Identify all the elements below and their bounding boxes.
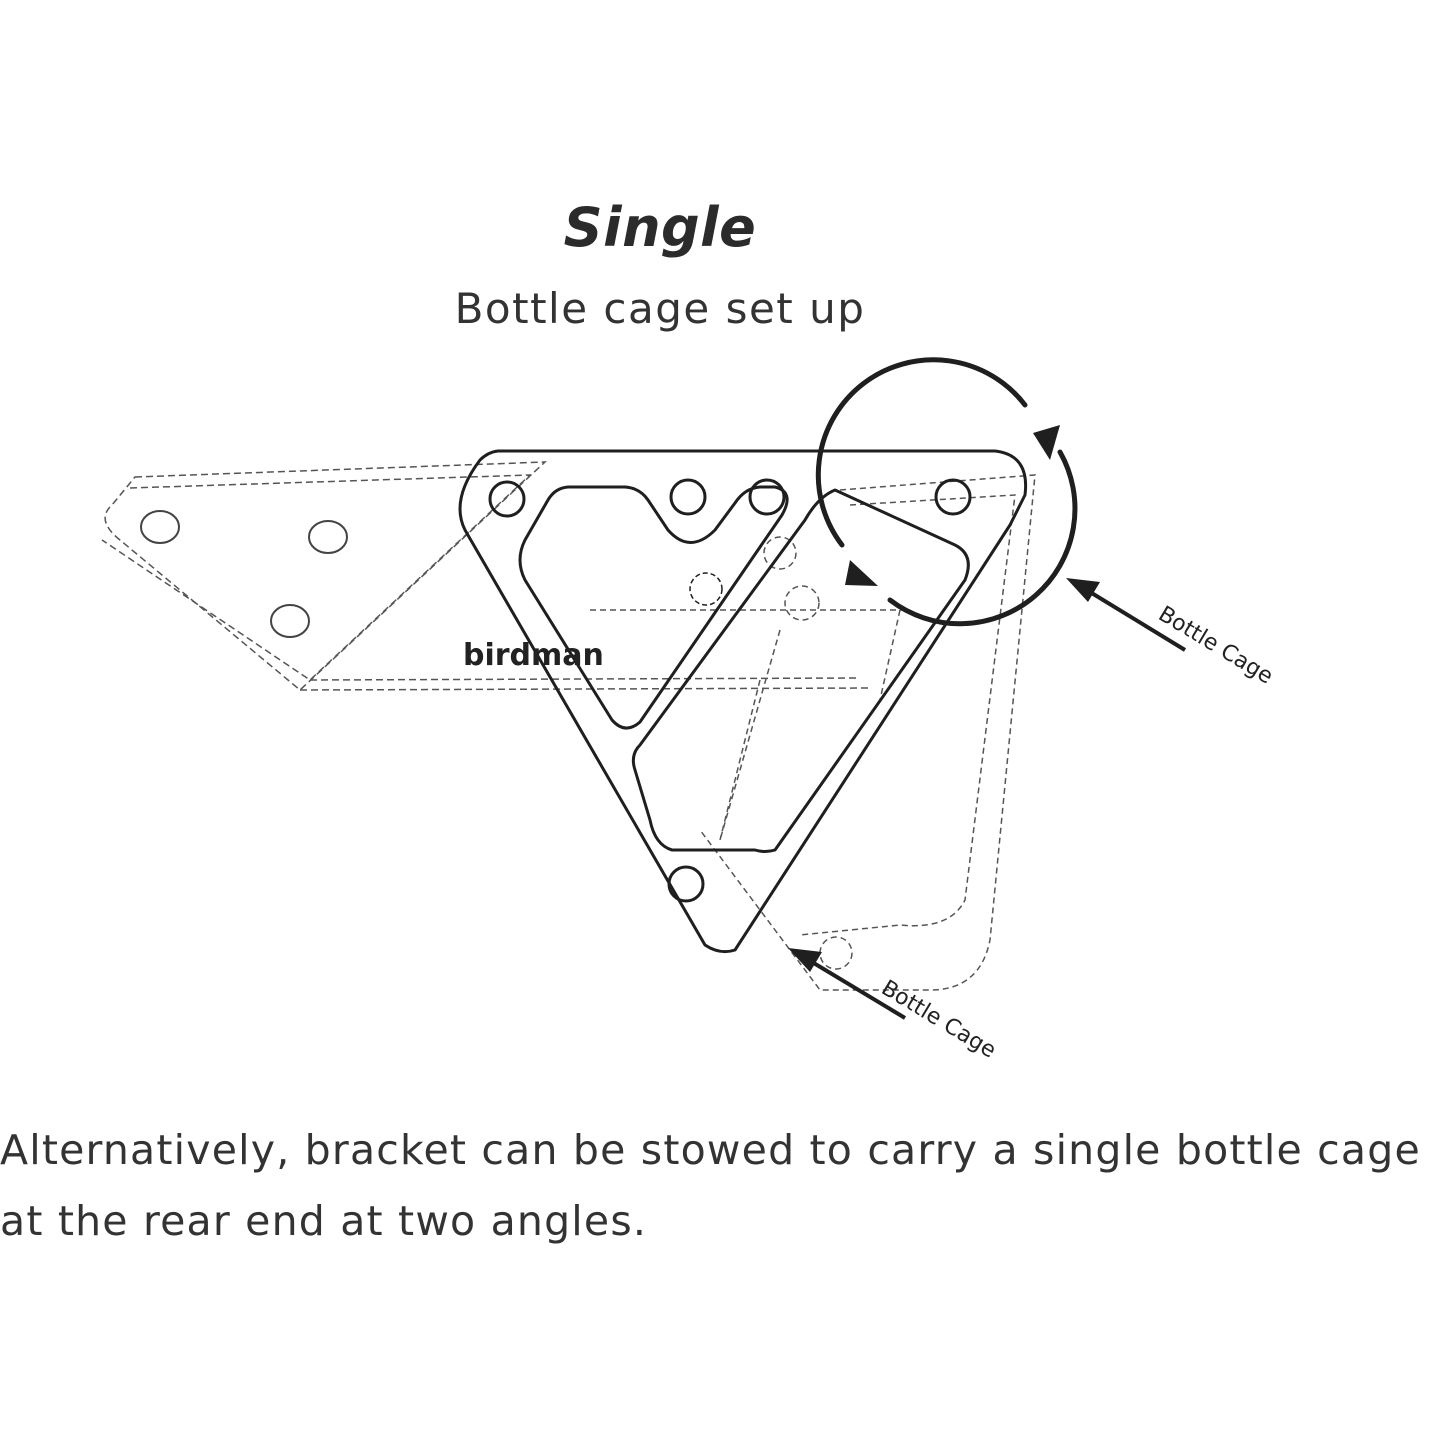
ghost-plate-left-holes [140, 510, 348, 638]
pointer-arrow-lower [788, 948, 907, 1020]
main-bracket [458, 449, 1028, 954]
page-subtitle: Bottle cage set up [454, 284, 866, 333]
pointer-arrow-upper [1066, 578, 1187, 652]
description: Alternatively, bracket can be stowed to … [0, 1115, 1445, 1257]
rotation-arrowheads [845, 425, 1060, 586]
brand-logo-text: birdman [463, 638, 604, 673]
ghost-plate-rotated [590, 474, 1036, 991]
description-line-1: Alternatively, bracket can be stowed to … [0, 1126, 1421, 1174]
page-title: Single [563, 196, 757, 259]
main-bracket-holes [488, 478, 972, 903]
description-line-2: at the rear end at two angles. [0, 1197, 648, 1245]
rotation-arrows [815, 357, 1078, 627]
bottle-cage-label-upper: Bottle Cage [1154, 602, 1277, 690]
